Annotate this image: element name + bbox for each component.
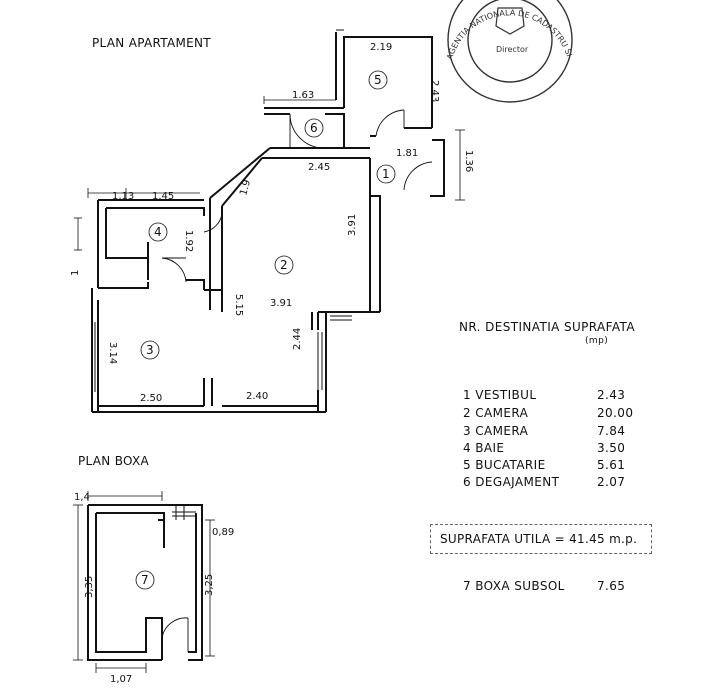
table-row-area: 7.84 [597, 424, 626, 438]
coat-of-arms-icon [495, 7, 525, 35]
dim-room2-width: 3.91 [270, 298, 292, 309]
box-dimension-labels: 1,4 0,89 3,35 3,25 1,07 [74, 492, 234, 685]
cadastre-stamp: Director AGENTIA NATIONALA DE CADASTRU S… [0, 0, 575, 103]
box-dimension-lines [73, 491, 215, 673]
dim-room3-width: 2.50 [140, 393, 162, 404]
dim-degajament-width: 1.63 [292, 90, 314, 101]
box-walls [87, 504, 203, 661]
dim-room3-height: 3.14 [107, 342, 118, 364]
svg-text:3: 3 [146, 343, 154, 357]
dim-vestibul-width: 1.81 [396, 148, 418, 159]
svg-text:2: 2 [280, 258, 288, 272]
svg-text:7: 7 [141, 573, 149, 587]
doors [161, 109, 433, 283]
table-row-label: 6 DEGAJAMENT [463, 475, 560, 489]
dimension-lines [74, 96, 465, 251]
table-row-label: 4 BAIE [463, 441, 505, 455]
dim-bath-step: 1 [70, 270, 81, 276]
dim-box-right: 3,25 [204, 574, 215, 596]
table-row-area: 2.43 [597, 388, 626, 402]
plan-box-heading: PLAN BOXA [78, 454, 150, 468]
dim-vestibul-height: 1.36 [463, 150, 474, 172]
dim-bath-left: 1,13 [112, 191, 134, 202]
box-row-area: 7.65 [597, 579, 626, 593]
room-marker-5: 5 [368, 70, 388, 90]
table-header: NR. DESTINATIA SUPRAFATA [459, 320, 635, 334]
dim-box-left: 3,35 [84, 576, 95, 598]
table-row-area: 20.00 [597, 406, 634, 420]
dim-box-bottom: 1,07 [110, 674, 132, 685]
room-marker-7: 7 [135, 570, 155, 590]
table-row-label: 1 VESTIBUL [463, 388, 537, 402]
room-marker-6: 6 [304, 118, 324, 138]
room-marker-2: 2 [274, 255, 294, 275]
dim-box-top: 1,4 [74, 492, 90, 503]
table-row-area: 3.50 [597, 441, 626, 455]
dim-bath-height: 1.92 [183, 230, 194, 252]
table-row-label: 2 CAMERA [463, 406, 529, 420]
box-row-label: 7 BOXA SUBSOL [463, 579, 565, 593]
dim-kitchen-width: 2.19 [370, 42, 392, 53]
dim-bath-right: 1.45 [152, 191, 174, 202]
stamp-center-text: Director [496, 45, 529, 54]
dim-corridor-width: 2.45 [308, 162, 330, 173]
useful-area-box [430, 524, 652, 554]
dim-kitchen-height: 2.43 [429, 80, 440, 102]
dimension-labels: 2.19 2.43 1.63 1.81 1.36 2.45 1.9 1,13 1… [70, 42, 474, 404]
table-row-label: 5 BUCATARIE [463, 458, 546, 472]
dim-box-niche: 0,89 [212, 527, 234, 538]
useful-area-text: SUPRAFATA UTILA = 41.45 m.p. [440, 532, 638, 546]
dim-room2-lower: 2.44 [292, 328, 303, 350]
svg-text:1: 1 [382, 167, 390, 181]
stamp-ring-text: AGENTIA NATIONALA DE CADASTRU SI PUBLICI… [0, 0, 575, 61]
plan-apartment-heading: PLAN APARTAMENT [92, 36, 211, 50]
svg-text:4: 4 [154, 225, 162, 239]
windows [91, 29, 352, 392]
table-unit: (mp) [585, 336, 609, 346]
table-row-area: 2.07 [597, 475, 626, 489]
room-marker-4: 4 [148, 222, 168, 242]
room-marker-3: 3 [140, 340, 160, 360]
dim-room2-bottom: 2.40 [246, 391, 268, 402]
svg-text:6: 6 [310, 121, 318, 135]
table-row-area: 5.61 [597, 458, 626, 472]
dim-room2-height: 3.91 [347, 214, 358, 236]
table-row-label: 3 CAMERA [463, 424, 529, 438]
svg-text:5: 5 [374, 73, 382, 87]
room-marker-1: 1 [376, 164, 396, 184]
dim-room2-left: 5.15 [233, 294, 244, 316]
dim-diagonal: 1.9 [238, 179, 253, 197]
apartment-walls [91, 32, 445, 413]
room-markers: 5 6 1 4 2 3 7 [135, 70, 396, 590]
